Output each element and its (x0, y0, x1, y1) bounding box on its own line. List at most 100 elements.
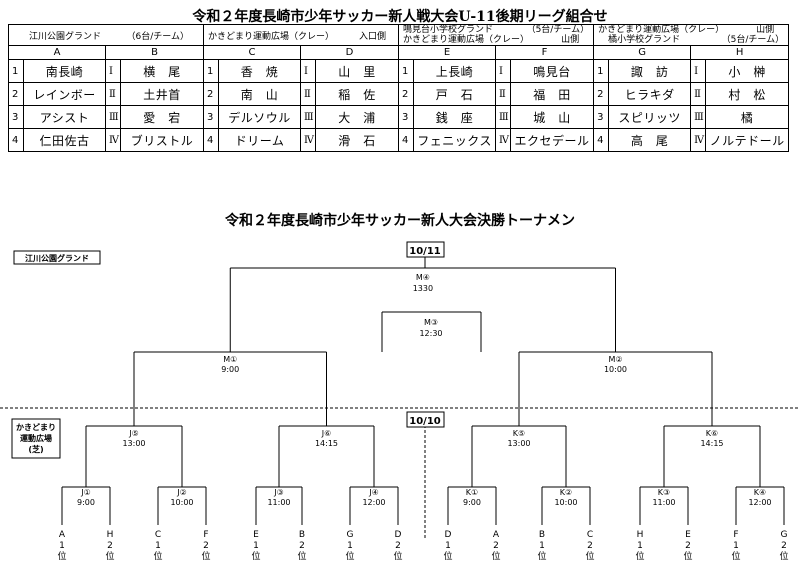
match-time: 12:00 (748, 498, 771, 507)
team-cell: 山 里 (315, 59, 400, 83)
match-time: 9:00 (77, 498, 95, 507)
team-cell: 鳴見台 (510, 59, 595, 83)
seed-label: 位 (297, 550, 306, 562)
seed-label: 1 (155, 541, 161, 551)
team-cell: 滑 石 (315, 128, 400, 152)
seed-label: 1 (539, 541, 545, 551)
seed-label: 2 (587, 541, 593, 551)
team-cell: ブリストル (119, 128, 205, 152)
team-cell: 仁田佐古 (23, 128, 106, 152)
team-cell: 横 尾 (119, 59, 205, 83)
match-time: 10:00 (170, 498, 193, 507)
tournament-title: 令和２年度長崎市少年サッカー新人大会決勝トーナメン (225, 213, 575, 229)
team-cell: 香 焼 (218, 59, 302, 83)
seed-label: E (685, 530, 691, 540)
team-cell: 村 松 (705, 82, 790, 106)
team-cell: エクセデール (510, 128, 595, 152)
team-cell: デルソウル (218, 105, 302, 129)
venue-row: 江川公園グランド（6台/チーム） かきどまり運動広場（クレー）入口側 鳴見台小学… (7, 24, 790, 46)
venue-bottom-label: (芝) (28, 444, 43, 454)
seed-label: 2 (107, 541, 113, 551)
seed-label: D (445, 530, 452, 540)
seed-label: 位 (635, 550, 644, 562)
match-label: M② (608, 355, 622, 364)
seed-label: 位 (201, 550, 210, 562)
match-time: 9:00 (463, 498, 481, 507)
seed-label: A (59, 530, 66, 540)
match-label: J⑤ (128, 429, 139, 438)
team-cell: フェニックス (413, 128, 497, 152)
date-bottom: 10/10 (409, 416, 441, 427)
match-time: 14:15 (700, 439, 723, 448)
seed-label: C (587, 530, 593, 540)
seed-label: 位 (251, 550, 260, 562)
date-top: 10/11 (409, 246, 441, 257)
seed-label: 2 (299, 541, 305, 551)
seed-label: F (203, 530, 208, 540)
match-label: J① (80, 488, 91, 497)
venue-3-line2-note: 山側 (561, 35, 580, 45)
match-label: M① (223, 355, 237, 364)
seed-label: 位 (393, 550, 402, 562)
row-number: 4 (8, 128, 24, 152)
seed-label: A (493, 530, 500, 540)
venue-top-box (13, 250, 101, 265)
final-time: 1330 (413, 284, 433, 293)
venue-4-line1-note: 山側 (756, 25, 775, 35)
league-groups-table: 江川公園グランド（6台/チーム） かきどまり運動広場（クレー）入口側 鳴見台小学… (7, 24, 790, 152)
row-roman: Ⅳ (105, 128, 121, 152)
seed-label: E (253, 530, 259, 540)
seed-label: 1 (637, 541, 643, 551)
seed-label: 位 (491, 550, 500, 562)
match-label: K④ (754, 488, 766, 497)
team-cell: 稲 佐 (315, 82, 400, 106)
team-cell: 戸 石 (413, 82, 497, 106)
venue-1-note: （6台/チーム） (126, 31, 190, 42)
match-label: K① (466, 488, 478, 497)
seed-label: D (395, 530, 402, 540)
seed-label: H (637, 530, 644, 540)
venue-4: かきどまり運動広場（クレー）山側 橘小学校グランド（5台/チーム） (593, 24, 790, 46)
match-time: 11:00 (267, 498, 290, 507)
venue-4-line2: 橘小学校グランド (608, 35, 681, 45)
match-label: K⑥ (706, 429, 718, 438)
seed-label: 位 (537, 550, 546, 562)
seed-label: 位 (57, 550, 66, 562)
seed-label: 2 (781, 541, 787, 551)
league-title: 令和２年度長崎市少年サッカー新人戦大会U-11後期リーグ組合せ (192, 9, 608, 25)
third-place-label: M③ (424, 318, 438, 327)
team-cell: 福 田 (510, 82, 595, 106)
venue-4-line2-note: （5台/チーム） (721, 35, 785, 45)
seed-label: 1 (733, 541, 739, 551)
match-time: 10:00 (604, 365, 627, 374)
seed-label: 位 (443, 550, 452, 562)
match-time: 14:15 (315, 439, 338, 448)
match-label: K⑤ (513, 429, 525, 438)
venue-3-line2: かきどまり運動広場（クレー） (403, 35, 530, 45)
seed-label: 1 (347, 541, 353, 551)
seed-label: B (539, 530, 545, 540)
venue-bottom-label: 運動広場 (20, 433, 52, 443)
team-cell: 高 尾 (608, 128, 692, 152)
match-label: J③ (273, 488, 284, 497)
team-cell: ヒラキダ (608, 82, 692, 106)
seed-label: G (781, 530, 788, 540)
seed-label: 1 (253, 541, 259, 551)
venue-2-name: かきどまり運動広場（クレー） (208, 31, 335, 42)
team-cell: 愛 宕 (119, 105, 205, 129)
match-time: 9:00 (221, 365, 239, 374)
seed-label: 位 (105, 550, 114, 562)
match-time: 10:00 (554, 498, 577, 507)
seed-label: B (299, 530, 305, 540)
seed-label: G (347, 530, 354, 540)
team-cell: 小 榊 (705, 59, 790, 83)
seed-label: 位 (585, 550, 594, 562)
match-time: 11:00 (652, 498, 675, 507)
seed-label: 2 (493, 541, 499, 551)
venue-bottom-label: かきどまり (16, 422, 56, 432)
team-cell: 銭 座 (413, 105, 497, 129)
date-box-bottom (406, 411, 445, 428)
seed-label: 2 (203, 541, 209, 551)
